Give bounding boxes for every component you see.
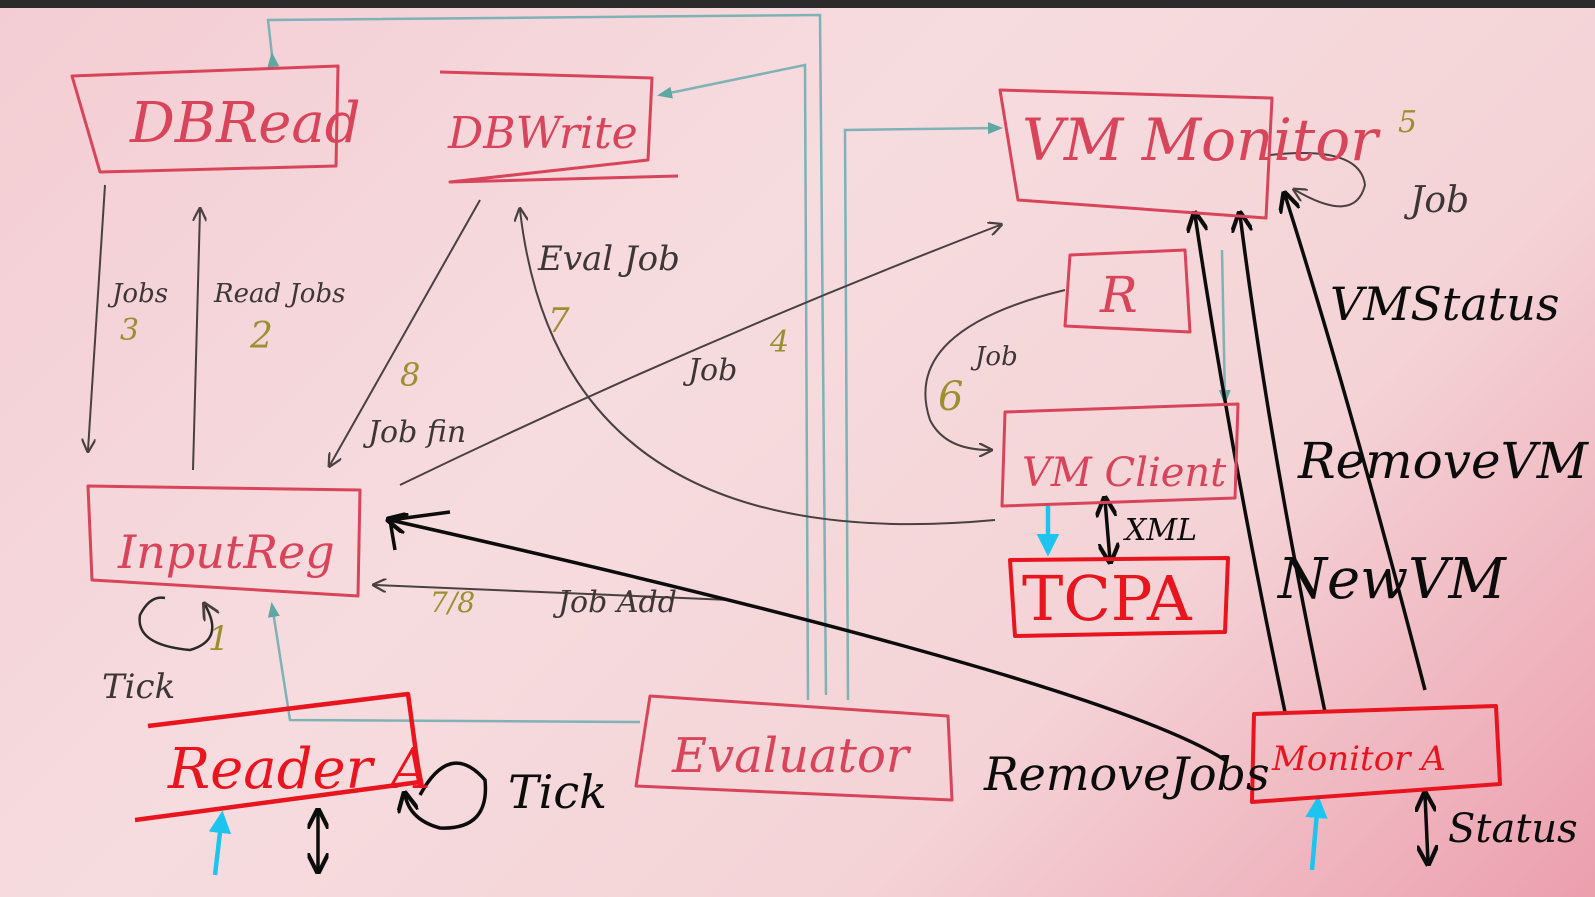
label-job-6: Job: [970, 342, 1018, 372]
label-vm-status: VMStatus: [1330, 277, 1559, 331]
label-dbread: DBRead: [129, 91, 361, 156]
label-job-6-num: 6: [938, 374, 963, 420]
label-eval-job-num: 7: [548, 301, 570, 341]
label-job-add: Job Add: [552, 585, 677, 620]
teal-wiring: [266, 13, 1231, 724]
arrow-job-4: [399, 225, 1000, 486]
label-tick-right: Tick: [508, 765, 607, 819]
arrow-jobs: [88, 184, 106, 450]
arrow-xml: [1105, 500, 1110, 560]
label-dbwrite: DBWrite: [447, 108, 638, 159]
label-read-jobs-num: 2: [249, 316, 273, 357]
arrow-job-6: [924, 289, 1066, 450]
label-job-4-num: 4: [769, 325, 789, 360]
box-r: [1063, 248, 1192, 334]
arrow-remove-jobs: [390, 520, 1226, 762]
cyan-arrow-monitor: [1305, 795, 1328, 871]
label-five: 5: [1398, 105, 1417, 140]
label-remove-vm: RemoveVM: [1297, 432, 1590, 490]
label-tcpa: TCPA: [1022, 562, 1193, 635]
label-vmmonitor: VM Monitor: [1022, 106, 1381, 174]
arrow-eval-job: [520, 210, 996, 526]
pencil-arrows: [88, 152, 1367, 601]
label-job-5: Job: [1403, 180, 1469, 221]
label-eight: 8: [400, 356, 420, 394]
label-status: Status: [1448, 806, 1578, 852]
arrow-tick-loop-left: [138, 596, 213, 652]
box-tcpa: [1008, 556, 1230, 638]
box-inputreg: [86, 484, 362, 598]
cyan-arrow-reader: [208, 810, 232, 876]
arrow-new-vm: [1240, 215, 1327, 713]
component-boxes: [70, 64, 1502, 823]
label-inputreg: InputReg: [117, 525, 335, 579]
box-dbwrite: [439, 70, 679, 184]
label-xml: XML: [1123, 513, 1197, 548]
label-jobs-num: 3: [120, 313, 139, 348]
box-readera: [134, 691, 423, 823]
box-vmclient: [1000, 402, 1240, 508]
box-monitora: [1250, 704, 1502, 804]
teal-line-vmclient: [1218, 249, 1231, 405]
arrow-read-jobs: [192, 210, 200, 471]
teal-line-inputreg: [267, 602, 641, 724]
label-seven-eight: 7/8: [430, 586, 475, 619]
arrow-vm-status: [1285, 195, 1427, 691]
teal-line-dbwrite: [657, 63, 810, 701]
label-evaluator: Evaluator: [671, 728, 912, 784]
label-new-vm: NewVM: [1276, 547, 1508, 612]
label-job-fin: Job fin: [362, 415, 466, 450]
label-tick-left: Tick: [102, 667, 175, 707]
arrow-status: [1425, 795, 1428, 862]
box-vmmonitor: [998, 88, 1274, 220]
label-job-4: Job: [682, 353, 737, 388]
label-jobs: Jobs: [107, 279, 168, 309]
label-r: R: [1099, 266, 1138, 324]
arrow-job-fin: [330, 199, 481, 465]
label-vmclient: VM Client: [1022, 450, 1227, 496]
arrow-job-add: [375, 585, 731, 601]
label-read-jobs: Read Jobs: [213, 279, 345, 309]
label-eval-job: Eval Job: [537, 239, 680, 279]
cyan-arrows: [208, 505, 1328, 876]
teal-line-vmmonitor: [843, 122, 1003, 701]
box-evaluator: [634, 694, 954, 802]
arrowhead-remove-jobs: [387, 510, 451, 551]
label-remove-jobs: RemoveJobs: [983, 747, 1270, 801]
arrow-job-5: [1269, 152, 1367, 208]
label-one: 1: [208, 619, 230, 659]
label-monitora: Monitor A: [1271, 739, 1446, 779]
arrow-tick-loop-right: [405, 761, 488, 830]
box-dbread: [70, 64, 340, 174]
label-readera: Reader A: [167, 737, 431, 802]
teal-line-dbread: [266, 13, 828, 696]
